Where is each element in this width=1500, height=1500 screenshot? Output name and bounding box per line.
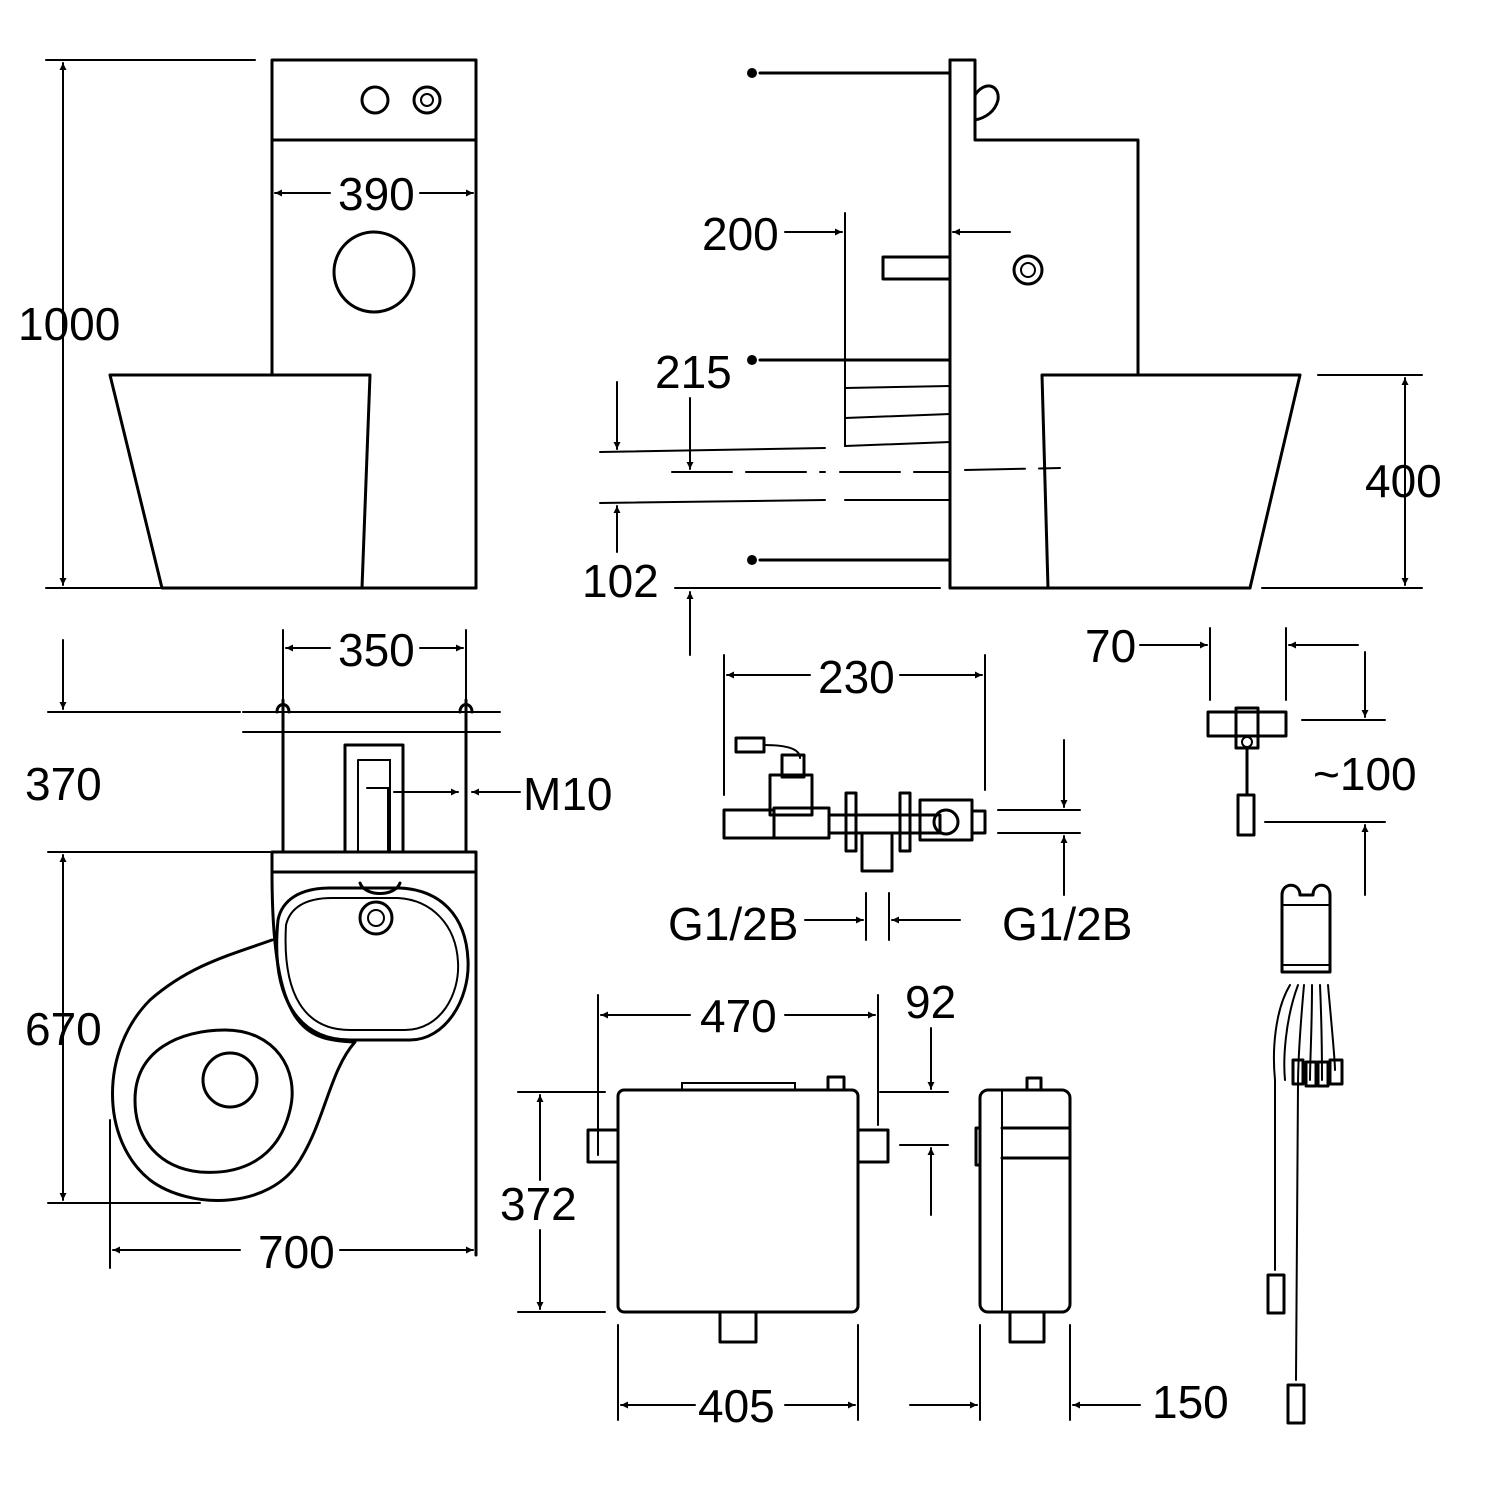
dim-92-label: 92	[905, 976, 956, 1028]
dim-1000-label: 1000	[18, 298, 120, 350]
cistern-front	[517, 994, 949, 1421]
valve-outlet	[860, 831, 894, 873]
sensor-module	[1139, 627, 1386, 896]
dim-100-label: ~100	[1313, 748, 1417, 800]
dim-102-label: 102	[582, 555, 659, 607]
toilet-bowl-outline	[111, 870, 357, 1202]
flush-pipe	[881, 255, 952, 281]
mounting-bolts	[281, 698, 468, 854]
panel-outline	[948, 58, 1140, 377]
sensor-icon	[973, 84, 1000, 122]
dim-200-label: 200	[702, 208, 779, 260]
side-view	[599, 58, 1423, 656]
button-side-icon	[1012, 254, 1044, 286]
dim-215-label: 215	[655, 346, 732, 398]
dim-230-label: 230	[818, 651, 895, 703]
basin-outline	[275, 886, 470, 1042]
dim-670-label: 670	[25, 1003, 102, 1055]
dim-405-label: 405	[698, 1380, 775, 1432]
cable-plug-a	[1266, 1273, 1286, 1315]
sensor-button-icon	[412, 85, 442, 115]
solenoid-valve	[722, 654, 1081, 941]
top-view	[47, 629, 521, 1269]
access-cover	[332, 230, 416, 314]
toilet-drain-icon	[201, 1051, 259, 1109]
cistern-outlet	[718, 1310, 758, 1344]
dim-390-label: 390	[338, 168, 415, 220]
dim-70-label: 70	[1085, 620, 1136, 672]
solenoid-body	[768, 773, 814, 817]
dim-350-label: 350	[338, 624, 415, 676]
thread-right-label: G1/2B	[1002, 898, 1132, 950]
cistern-side	[909, 1076, 1141, 1421]
sensor-head	[1206, 710, 1288, 738]
bowl-side	[1040, 373, 1302, 590]
front-view	[45, 58, 478, 590]
mounting-rail	[242, 711, 501, 733]
bowl-front	[108, 373, 372, 590]
tank-top-panel	[270, 58, 478, 142]
bracket-right	[856, 1128, 890, 1164]
dim-370-label: 370	[25, 758, 102, 810]
flush-button-icon	[360, 85, 390, 115]
control-box-cables	[1266, 883, 1344, 1425]
cable-plug-b	[1286, 1383, 1306, 1425]
dim-400-label: 400	[1365, 455, 1442, 507]
flush-pipe-top	[343, 743, 405, 854]
valve-inlet	[722, 808, 776, 840]
valve-connector	[734, 736, 766, 754]
drain-icon	[358, 900, 394, 936]
tank-body	[270, 138, 478, 590]
dim-372-label: 372	[500, 1178, 577, 1230]
cistern-side-box	[978, 1088, 1072, 1314]
dim-150-label: 150	[1152, 1376, 1229, 1428]
dim-m10-label: M10	[523, 768, 612, 820]
bracket-left	[586, 1128, 620, 1164]
sensor-plug	[1236, 793, 1256, 837]
dim-470-label: 470	[700, 990, 777, 1042]
cistern-box	[616, 1088, 860, 1314]
thread-left-label: G1/2B	[668, 898, 798, 950]
dim-700-label: 700	[258, 1226, 335, 1278]
control-box	[1280, 883, 1332, 974]
toilet-seat-outline	[133, 1028, 294, 1174]
